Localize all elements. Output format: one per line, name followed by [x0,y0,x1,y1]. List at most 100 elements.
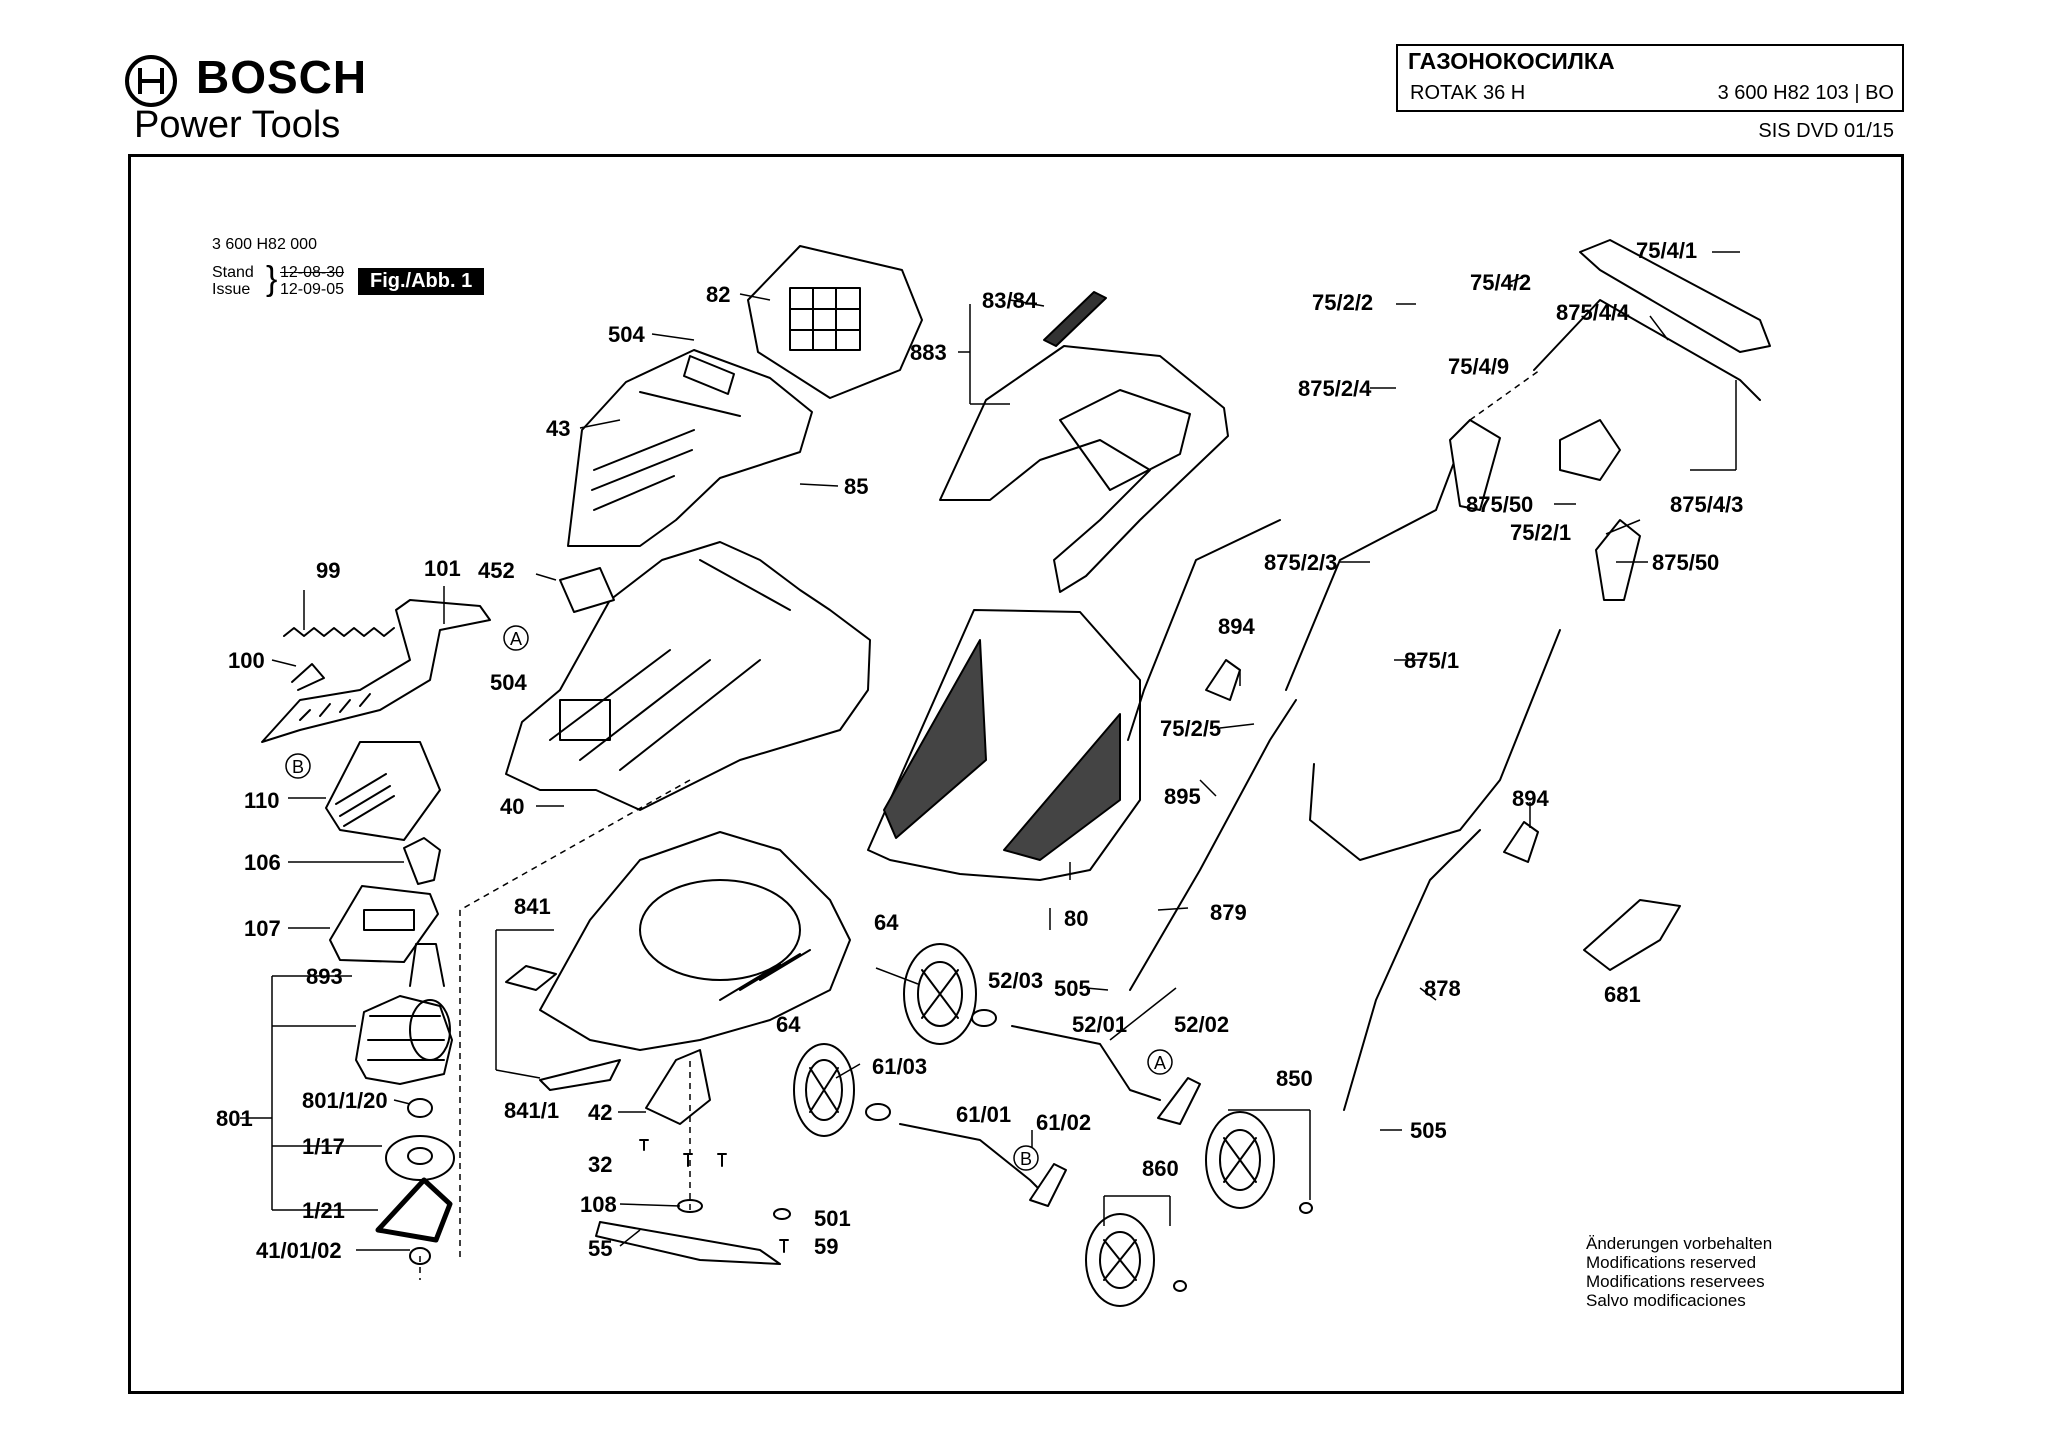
brand-name: BOSCH [196,51,368,103]
note-de: Änderungen vorbehalten [1586,1234,1773,1253]
note-fr: Modifications reservees [1586,1272,1765,1291]
callout-894-top: 894 [1218,614,1255,639]
callout-1-21: 1/21 [302,1198,345,1223]
callout-75-4-2: 75/4/2 [1470,270,1531,295]
svg-text:B: B [292,757,304,777]
part-height-adjuster-rear [1029,1163,1067,1207]
part-blade [595,1221,781,1265]
brace-icon: } [266,260,278,298]
brand-subtitle: Power Tools [134,104,341,146]
part-wheel-front-right [1205,1111,1275,1209]
part-grip [1449,419,1501,511]
reference-b-left: B [285,753,311,779]
part-top-cover [747,245,923,399]
callout-64-bottom: 64 [776,1012,801,1037]
callout-61-03: 61/03 [872,1054,927,1079]
callout-55: 55 [588,1236,612,1261]
part-wheel-rear-left [793,1043,855,1137]
callout-99: 99 [316,558,340,583]
part-lower-handle [1127,519,1281,741]
part-cable-holder [1559,419,1621,481]
note-es: Salvo modificaciones [1586,1291,1746,1310]
callout-83-84: 83/84 [982,288,1038,313]
callout-110: 110 [244,788,280,813]
svg-text:B: B [1020,1149,1032,1169]
part-badge [559,567,615,613]
callout-42: 42 [588,1100,612,1125]
callout-61-01: 61/01 [956,1102,1011,1127]
part-spring [283,627,395,637]
callout-875-2-4: 875/2/4 [1298,376,1372,401]
doc-number: 3 600 H82 000 [212,236,317,253]
part-axle-front [1011,1025,1161,1101]
part-deck [539,831,851,1051]
callout-875-50-right: 875/50 [1652,550,1719,575]
callout-82: 82 [706,282,730,307]
figure-label: Fig./Abb. 1 [358,268,485,295]
part-handle-875-1 [1309,629,1561,861]
sis-version: SIS DVD 01/15 [1758,120,1894,142]
part-baffle [505,965,557,991]
callout-32: 32 [588,1152,612,1177]
callout-801-1-20: 801/1/20 [302,1088,388,1113]
callout-100: 100 [228,648,265,673]
bosch-logo-icon [125,55,177,107]
callout-75-2-5: 75/2/5 [1160,716,1221,741]
callout-801: 801 [216,1106,253,1131]
issue-label: Issue [212,281,251,298]
note-en: Modifications reserved [1586,1253,1757,1272]
callout-75-4-9: 75/4/9 [1448,354,1509,379]
svg-text:A: A [510,629,522,649]
reference-markers: A B A B [285,625,1173,1171]
callout-107: 107 [244,916,281,941]
part-switch-box [329,885,439,963]
part-lever [261,599,491,743]
callout-75-2-2: 75/2/2 [1312,290,1373,315]
callout-40: 40 [500,794,524,819]
callout-894-bottom: 894 [1512,786,1549,811]
part-height-adjuster [1157,1077,1201,1125]
part-grip-right [1595,519,1641,601]
part-wheel-front-left [903,943,977,1045]
callout-108: 108 [580,1192,617,1217]
stand-label: Stand [212,264,254,281]
part-clip [291,663,325,691]
callout-1-17: 1/17 [302,1134,345,1159]
reference-b-axle: B [1013,1145,1039,1171]
part-motor [355,995,453,1085]
reference-a-axle: A [1147,1049,1173,1075]
callout-850: 850 [1276,1066,1313,1091]
product-title: ГАЗОНОКОСИЛКА [1408,48,1615,74]
part-switch [403,837,441,885]
reference-a-top: A [503,625,529,651]
stand-date: 12-08-30 [280,264,345,281]
part-washer [773,1208,791,1220]
callout-875-2-3: 875/2/3 [1264,550,1337,575]
part-pulley [385,1135,455,1181]
part-grass-box-lid [939,291,1229,593]
assembly-lines [419,369,1541,1280]
part-bushing-rear [865,1103,891,1121]
part-bearing [407,1098,433,1118]
callout-52-03: 52/03 [988,968,1043,993]
callout-875-4-3: 875/4/3 [1670,492,1743,517]
product-model: ROTAK 36 H [1410,82,1526,104]
callout-452: 452 [478,558,515,583]
part-wheel-rear-right [1085,1213,1155,1307]
callout-879: 879 [1210,900,1247,925]
callout-85: 85 [844,474,868,499]
issue-date: 12-09-05 [280,281,345,298]
part-clamp-894a [1205,659,1241,701]
leader-lines [240,251,1740,1251]
stand-issue-dates: 12-08-30 12-09-05 [280,264,344,298]
part-number: 3 600 H82 103 | BO [1717,82,1894,104]
callout-860: 860 [1142,1156,1179,1181]
callout-505-bottom: 505 [1410,1118,1447,1143]
part-baffle-lower [539,1059,621,1091]
svg-text:A: A [1154,1053,1166,1073]
part-upper-housing [567,349,813,547]
drawing-frame [128,154,1904,1394]
part-bushing [971,1009,997,1027]
callout-505-mid: 505 [1054,976,1091,1001]
